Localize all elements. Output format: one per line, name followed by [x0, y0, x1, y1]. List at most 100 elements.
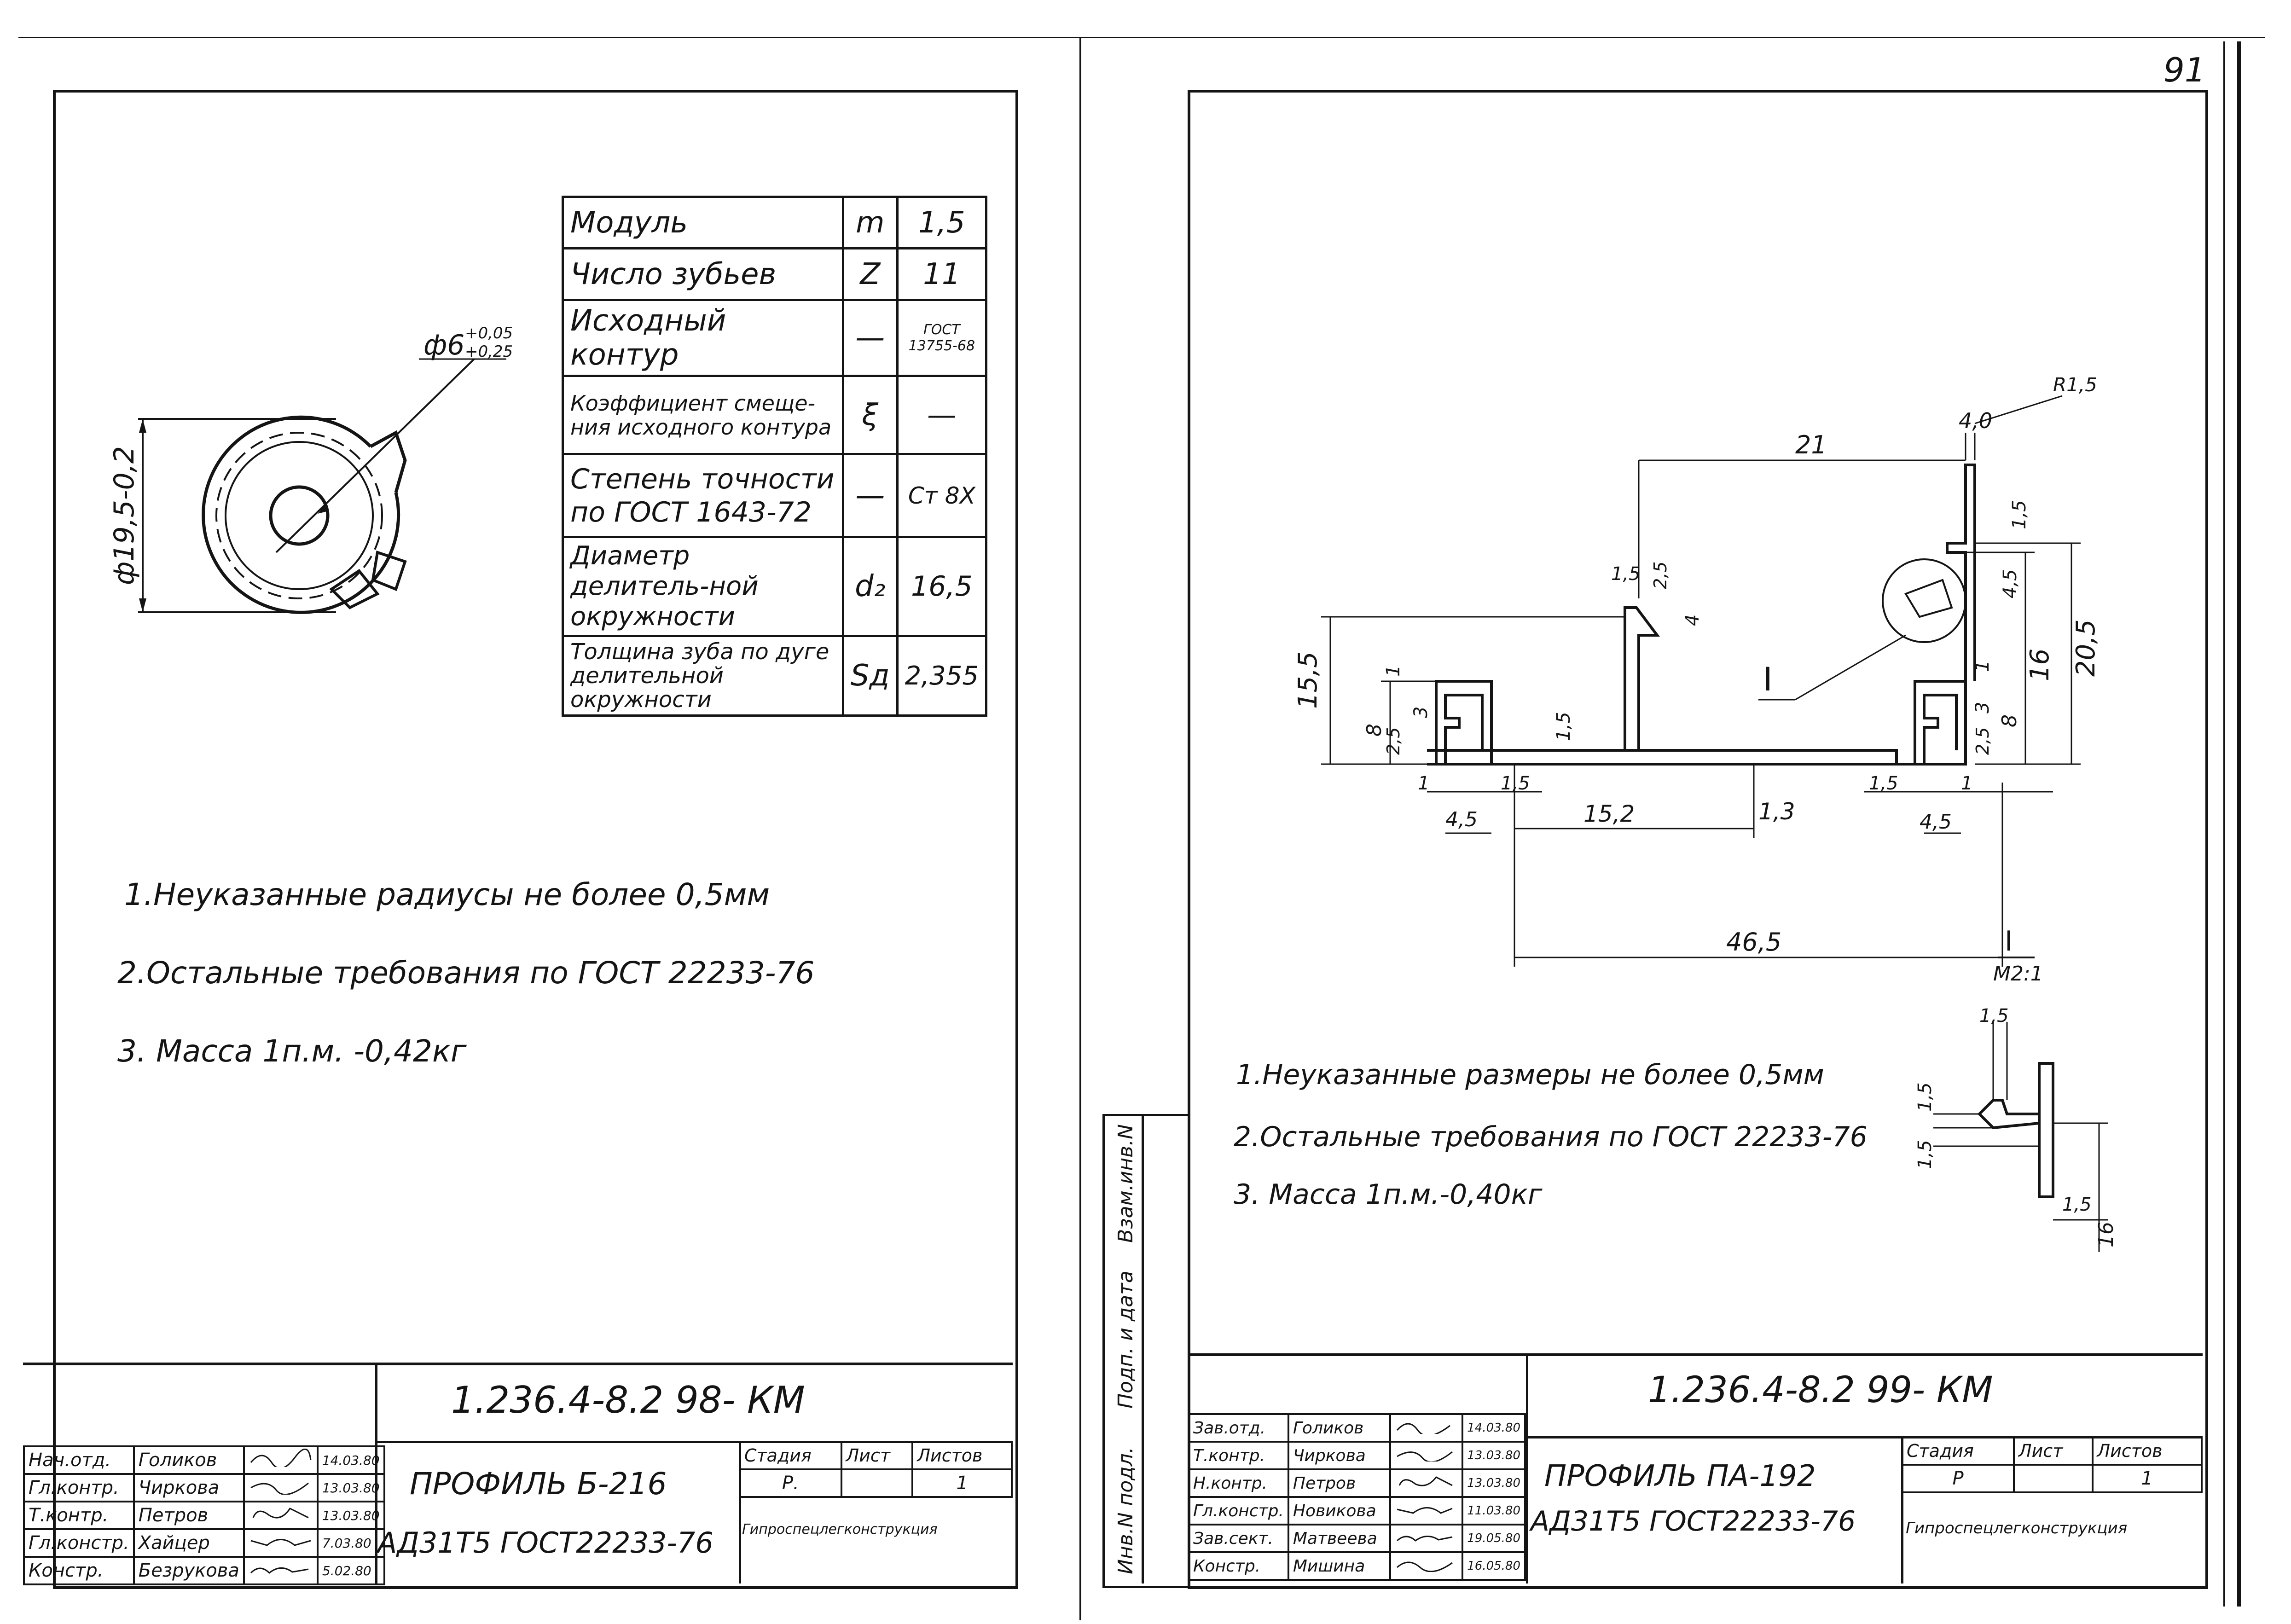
role: Констр. [23, 1556, 135, 1585]
signature [1389, 1524, 1464, 1553]
right-note-1: 1.Неуказанные размеры не более 0,5мм [1236, 1059, 1824, 1091]
doc-code: 1.236.4-8.2 98- КМ [451, 1379, 805, 1421]
detail-dim-c: 1,5 [1914, 1140, 1936, 1169]
signature [243, 1473, 319, 1502]
dim-1-5d: 1,5 [1501, 773, 1530, 794]
profile-name: ПРОФИЛЬ Б-216 [410, 1466, 667, 1502]
detail-dim-d: 1,5 [2062, 1194, 2092, 1215]
dim-3a: 3 [1972, 702, 1993, 713]
dim-diameter: ф19,5-0,2 [108, 446, 140, 585]
role: Зав.сект. [1188, 1524, 1289, 1553]
sheet-value [840, 1468, 914, 1498]
param-name: Модуль [562, 196, 844, 249]
dim-20-5: 20,5 [2071, 619, 2101, 677]
gear-parameters-table: Модуль m 1,5 Число зубьев Z 11 Исходный … [562, 196, 988, 717]
role: Н.контр. [1188, 1468, 1289, 1498]
param-name: Исходный контур [562, 299, 844, 377]
detail-view-label: I [2005, 930, 2013, 957]
detail-scale: М2:1 [1993, 962, 2043, 986]
date: 11.03.80 [1462, 1496, 1526, 1525]
date: 14.03.80 [316, 1445, 385, 1475]
dim-1-5a: 1,5 [2009, 500, 2030, 529]
sheets-value: 1 [2091, 1464, 2203, 1493]
signature [243, 1528, 319, 1558]
right-edge-border-inner [2223, 41, 2225, 1607]
param-value: 2,355 [896, 635, 988, 717]
dim-2-5c: 2,5 [1383, 727, 1404, 755]
stage-value: Р [1901, 1464, 2015, 1493]
dim-4-5a: 4,5 [2000, 569, 2021, 598]
table-row: Нач.отд. Голиков 14.03.80 [23, 1445, 385, 1475]
table-row: Степень точности по ГОСТ 1643-72 — Ст 8Х [562, 453, 988, 538]
table-row: Коэффициент смеще-ния исходного контура … [562, 375, 988, 455]
dim-1d: 1 [1961, 773, 1972, 794]
table-row: Т.контр. Чиркова 13.03.80 [1188, 1441, 1526, 1470]
stage-table-right: Стадия Лист Листов Р 1 [1901, 1436, 2203, 1493]
date: 14.03.80 [1462, 1413, 1526, 1443]
dim-1b: 1 [1383, 665, 1404, 677]
sheet-value [2013, 1464, 2094, 1493]
title-divider-horizontal [375, 1441, 1013, 1443]
signature [243, 1556, 319, 1585]
date: 13.03.80 [316, 1501, 385, 1530]
table-row: Стадия Лист Листов [1901, 1436, 2203, 1466]
signature [243, 1445, 319, 1475]
table-row: Констр. Безрукова 5.02.80 [23, 1556, 385, 1585]
table-row: Зав.сект. Матвеева 19.05.80 [1188, 1524, 1526, 1553]
person: Голиков [133, 1445, 245, 1475]
date: 16.05.80 [1462, 1551, 1526, 1581]
signature [1389, 1413, 1464, 1443]
note-3: 3. Масса 1п.м. -0,42кг [117, 1033, 467, 1069]
sheet-label: Лист [840, 1441, 914, 1470]
center-fold [1079, 37, 1081, 1620]
signatures-table: Нач.отд. Голиков 14.03.80 Гл.контр. Чирк… [23, 1445, 385, 1585]
title-block-left [23, 1363, 1013, 1586]
param-symbol: — [841, 299, 899, 377]
table-row: Гл.констр. Новикова 11.03.80 [1188, 1496, 1526, 1525]
table-row: Р. 1 [739, 1468, 1013, 1498]
date: 13.03.80 [1462, 1468, 1526, 1498]
person: Голиков [1287, 1413, 1391, 1443]
person: Новикова [1287, 1496, 1391, 1525]
date: 5.02.80 [316, 1556, 385, 1585]
profile-drawing: I 21 4,0 R1,5 1,5 4,5 20,5 16 1 3 8 2,5 … [1293, 377, 2101, 967]
right-note-2: 2.Остальные требования по ГОСТ 22233-76 [1234, 1121, 1868, 1153]
role: Гл.констр. [1188, 1496, 1289, 1525]
right-edge-border [2237, 41, 2241, 1607]
dim-1-3: 1,3 [1758, 798, 1795, 825]
signature [1389, 1551, 1464, 1581]
dim-2-5a: 2,5 [1972, 727, 1993, 755]
side-strip [1102, 1114, 1190, 1588]
dim-46-5: 46,5 [1726, 928, 1781, 957]
org-name: Гипроспецлегконструкция [742, 1521, 938, 1537]
dim-15-5: 15,5 [1293, 651, 1323, 709]
side-strip-divider [1142, 1114, 1144, 1583]
dim-16: 16 [2025, 649, 2055, 681]
dim-r1-5: R1,5 [2053, 377, 2097, 396]
param-value: — [896, 375, 988, 455]
role: Т.контр. [23, 1501, 135, 1530]
side-label-inv: Инв.N подл. [1114, 1447, 1137, 1574]
role: Гл.констр. [23, 1528, 135, 1558]
dim-1-5b: 1,5 [1611, 563, 1641, 585]
table-row: Толщина зуба по дуге делительной окружно… [562, 635, 988, 717]
role: Нач.отд. [23, 1445, 135, 1475]
top-rule [18, 37, 2265, 38]
date: 13.03.80 [1462, 1441, 1526, 1470]
signature [1389, 1468, 1464, 1498]
title-divider-horizontal-right [1526, 1436, 2203, 1438]
table-row: Р 1 [1901, 1464, 2203, 1493]
dim-3b: 3 [1410, 707, 1432, 718]
date: 7.03.80 [316, 1528, 385, 1558]
gear-drawing: ф19,5-0,2 ф6 +0,05 +0,25 [108, 324, 513, 614]
role: Констр. [1188, 1551, 1289, 1581]
table-row: Исходный контур — ГОСТ 13755-68 [562, 299, 988, 377]
param-symbol: Z [841, 247, 899, 301]
stage-value: Р. [739, 1468, 842, 1498]
page-number: 91 [2163, 51, 2206, 89]
detail-label: I [1763, 661, 1773, 698]
table-row: Т.контр. Петров 13.03.80 [23, 1501, 385, 1530]
dim-hole-lower: +0,25 [465, 342, 513, 361]
person: Чиркова [1287, 1441, 1391, 1470]
doc-code-right: 1.236.4-8.2 99- КМ [1648, 1369, 1993, 1411]
